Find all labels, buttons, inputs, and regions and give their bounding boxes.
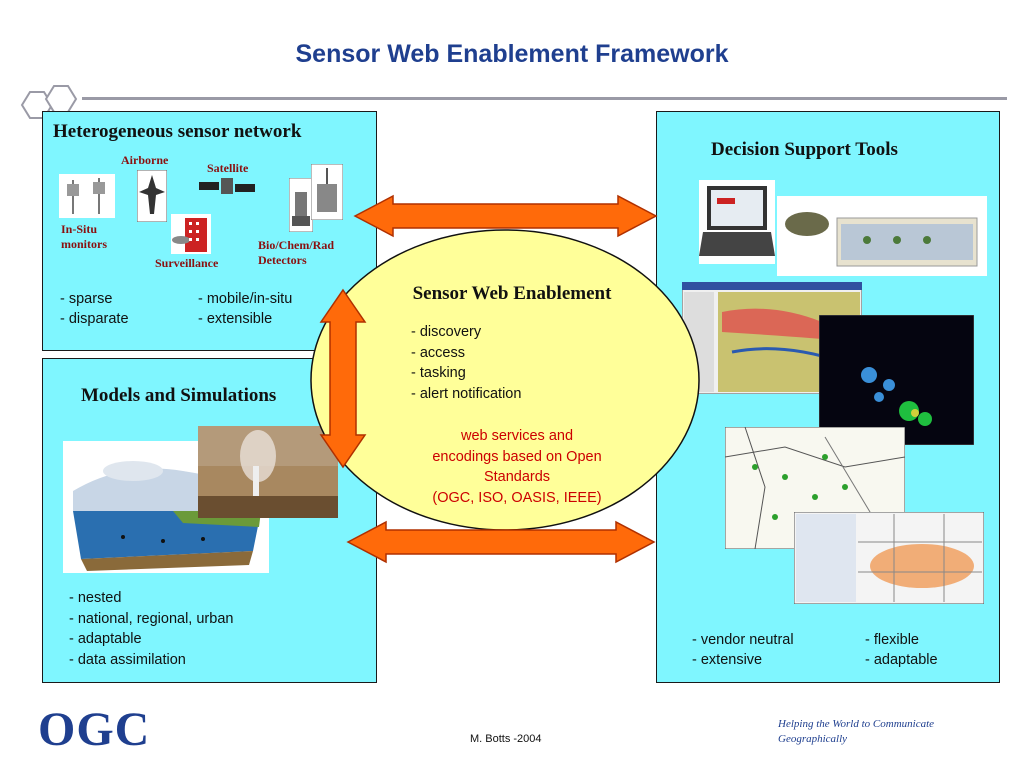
models-attributes-list: - nested - national, regional, urban - a… [69,590,234,668]
swe-capabilities-list: - discovery - access - tasking - alert n… [411,324,522,402]
decision-support-panel: Decision Support Tools [656,111,1000,683]
footer-tagline: Helping the World to Communicate Geograp… [778,718,935,745]
plume-map-image [794,512,984,604]
in-situ-monitor-icon [59,174,115,218]
page-title: Sensor Web Enablement Framework [295,40,729,68]
sensor-attributes-col2: - mobile/in-situ - extensible [198,291,293,327]
satellite-label: Satellite [207,161,249,175]
surveillance-label: Surveillance [155,256,219,270]
bio-detector-icon-1 [289,178,313,232]
surveillance-building-icon [171,214,211,254]
sensor-network-heading: Heterogeneous sensor network [53,121,302,142]
swe-heading: Sensor Web Enablement [412,283,612,304]
radar-weather-image [819,315,974,445]
smokestack-photo [198,426,338,518]
decision-attributes-col1: - vendor neutral - extensive [692,632,794,668]
ogc-logo: OGC [38,703,151,756]
airborne-sensor-icon [137,170,167,222]
satellite-icon [199,178,255,194]
models-simulations-heading: Models and Simulations [81,385,277,406]
decision-support-heading: Decision Support Tools [711,139,898,160]
decision-attributes-col2: - flexible - adaptable [865,632,938,668]
top-double-arrow [353,194,658,238]
laptop-image [699,180,775,264]
swe-standards-note: web services and encodings based on Open… [432,428,602,506]
bottom-double-arrow [346,520,656,564]
sensor-network-panel: Heterogeneous sensor network Airborne Sa… [42,111,377,351]
in-situ-label: In-Situ monitors [61,222,107,251]
bio-chem-rad-label: Bio/Chem/Rad Detectors [258,238,335,267]
sensor-attributes-col1: - sparse - disparate [60,291,129,327]
airborne-label: Airborne [121,153,169,167]
author-credit: M. Botts -2004 [470,733,542,745]
command-center-image [777,196,987,276]
title-rule [82,97,1007,100]
bio-detector-icon-2 [311,164,343,220]
vertical-double-arrow [319,288,367,469]
